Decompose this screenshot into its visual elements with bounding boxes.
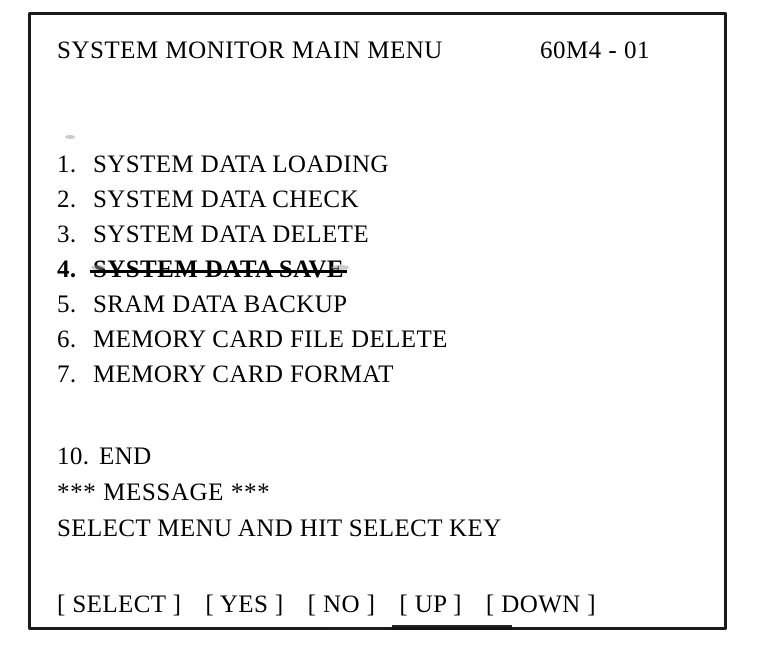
menu-item-10-end[interactable]: 10. END — [57, 443, 697, 479]
menu-item-label: MEMORY CARD FILE DELETE — [93, 326, 448, 353]
menu-item-label: SYSTEM DATA LOADING — [93, 151, 389, 178]
menu-item-number: 2. — [57, 186, 77, 213]
menu-item-1[interactable]: 1. SYSTEM DATA LOADING — [57, 151, 677, 186]
status-block: 10. END *** MESSAGE *** SELECT MENU AND … — [57, 443, 697, 551]
menu-item-label: SRAM DATA BACKUP — [93, 291, 348, 318]
softkey-bar: [ SELECT ] [ YES ] [ NO ] [ UP ] [ DOWN … — [57, 591, 714, 619]
menu-item-number: 5. — [57, 291, 77, 318]
scan-artifact — [331, 265, 349, 270]
menu-item-7[interactable]: 7. MEMORY CARD FORMAT — [57, 361, 677, 396]
menu-item-label: END — [99, 443, 152, 470]
softkey-yes[interactable]: [ YES ] — [205, 591, 284, 618]
message-text: SELECT MENU AND HIT SELECT KEY — [57, 515, 502, 542]
page-title: SYSTEM MONITOR MAIN MENU — [57, 37, 443, 64]
softkey-no[interactable]: [ NO ] — [307, 591, 376, 618]
scan-artifact-bottom — [392, 625, 512, 630]
menu-item-label: SYSTEM DATA CHECK — [93, 186, 359, 213]
scan-artifact — [65, 135, 75, 139]
softkey-select[interactable]: [ SELECT ] — [57, 591, 182, 618]
scan-artifact-bottom-2 — [325, 627, 385, 630]
menu-item-label: MEMORY CARD FORMAT — [93, 361, 394, 388]
menu-item-number: 6. — [57, 326, 77, 353]
menu-item-label: SYSTEM DATA DELETE — [93, 221, 370, 248]
menu-item-number: 10. — [57, 443, 90, 470]
menu-item-number: 4. — [57, 256, 77, 283]
softkey-up[interactable]: [ UP ] — [399, 591, 462, 618]
scan-artifact — [91, 265, 105, 270]
menu-item-5[interactable]: 5. SRAM DATA BACKUP — [57, 291, 677, 326]
message-header: *** MESSAGE *** — [57, 479, 271, 506]
menu-item-label: SYSTEM DATA SAVE — [90, 256, 347, 283]
model-code: 60M4 - 01 — [539, 37, 650, 64]
menu-item-number: 3. — [57, 221, 77, 248]
menu-item-4-selected[interactable]: 4. SYSTEM DATA SAVE — [57, 256, 677, 291]
menu-item-6[interactable]: 6. MEMORY CARD FILE DELETE — [57, 326, 677, 361]
monitor-panel: SYSTEM MONITOR MAIN MENU 60M4 - 01 1. SY… — [28, 12, 727, 630]
screen-content: SYSTEM MONITOR MAIN MENU 60M4 - 01 1. SY… — [31, 15, 724, 627]
menu-item-number: 7. — [57, 361, 77, 388]
screen-header: SYSTEM MONITOR MAIN MENU 60M4 - 01 — [57, 37, 698, 65]
menu-item-3[interactable]: 3. SYSTEM DATA DELETE — [57, 221, 677, 256]
menu-item-2[interactable]: 2. SYSTEM DATA CHECK — [57, 186, 677, 221]
softkey-down[interactable]: [ DOWN ] — [485, 591, 597, 618]
main-menu-list: 1. SYSTEM DATA LOADING 2. SYSTEM DATA CH… — [57, 151, 677, 396]
menu-item-number: 1. — [57, 151, 77, 178]
